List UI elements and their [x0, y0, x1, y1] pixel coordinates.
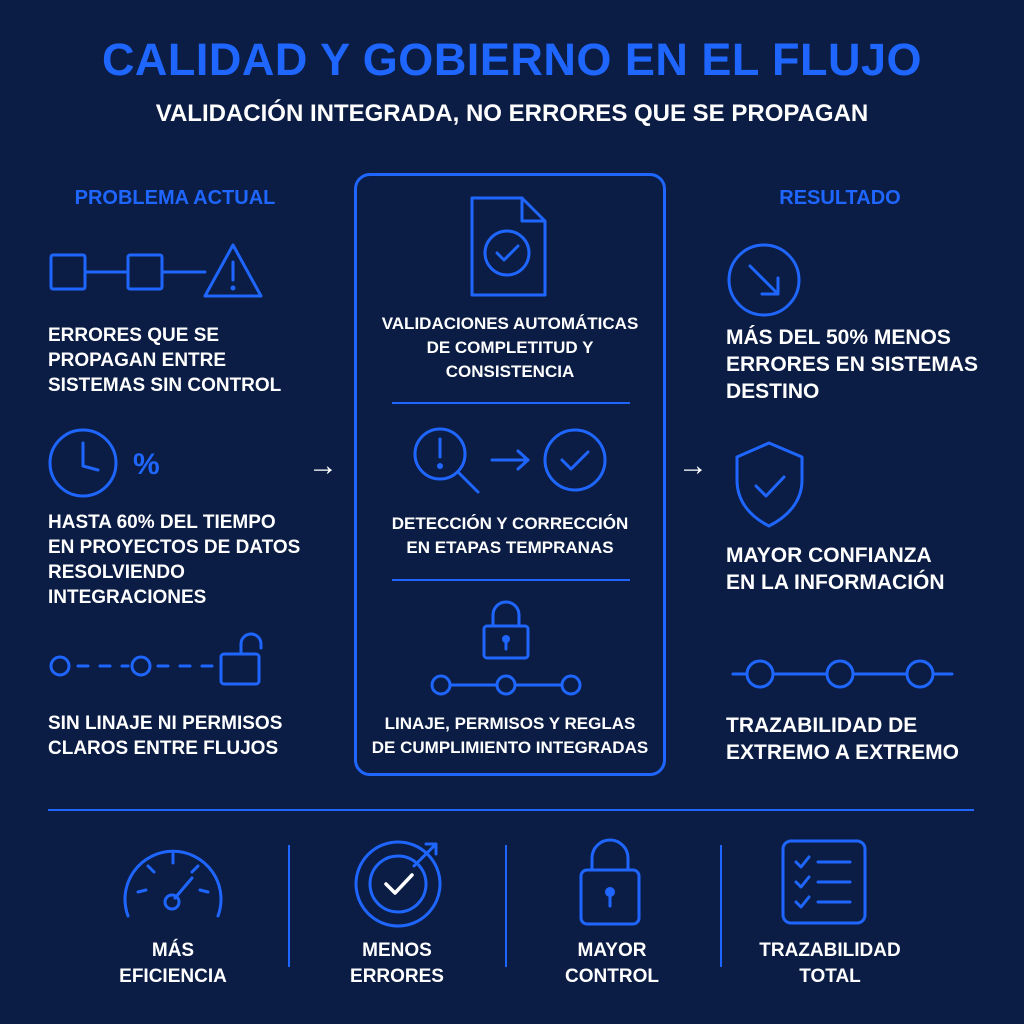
- clock-icon: [48, 428, 118, 498]
- left-item-1-text: ERRORES QUE SE PROPAGAN ENTRE SISTEMAS S…: [48, 325, 282, 396]
- right-item-1-text: MÁS DEL 50% MENOS ERRORES EN SISTEMAS DE…: [726, 326, 979, 403]
- divider: [392, 579, 630, 581]
- right-item-3-text: TRAZABILIDAD DE EXTREMO A EXTREMO: [726, 714, 959, 764]
- arrow-right-icon: →: [678, 449, 708, 482]
- chain-warning-icon: [49, 243, 263, 298]
- left-item-3-text: SIN LINAJE NI PERMISOS CLAROS ENTRE FLUJ…: [48, 713, 283, 759]
- separator: [720, 845, 722, 967]
- gauge-icon: [123, 849, 223, 918]
- right-item-2-text: MAYOR CONFIANZA EN LA INFORMACIÓN: [726, 544, 945, 594]
- shield-check-icon: [735, 441, 804, 528]
- percent-icon: %: [133, 448, 160, 481]
- checklist-icon: [781, 839, 867, 925]
- arrow-right-icon: →: [308, 449, 338, 482]
- left-item-2-text: HASTA 60% DEL TIEMPO EN PROYECTOS DE DAT…: [48, 512, 301, 608]
- bottom-divider: [48, 809, 974, 811]
- bottom-item-1-label: MÁS EFICIENCIA: [119, 940, 227, 987]
- lock-lineage-icon: [430, 600, 582, 696]
- bottom-item-2-label: MENOS ERRORES: [350, 940, 444, 987]
- separator: [288, 845, 290, 967]
- connected-nodes-icon: [731, 659, 954, 689]
- center-item-1-text: VALIDACIONES AUTOMÁTICAS DE COMPLETITUD …: [381, 314, 639, 381]
- divider: [392, 402, 630, 404]
- page-title: CALIDAD Y GOBIERNO EN EL FLUJO: [101, 34, 923, 85]
- target-check-icon: [354, 840, 442, 928]
- left-column-heading: PROBLEMA ACTUAL: [74, 187, 276, 209]
- right-column-heading: RESULTADO: [779, 187, 901, 209]
- document-check-icon: [470, 196, 547, 297]
- bottom-item-3-label: MAYOR CONTROL: [565, 940, 659, 987]
- center-panel: [354, 173, 666, 776]
- separator: [505, 845, 507, 967]
- center-item-3-text: LINAJE, PERMISOS Y REGLAS DE CUMPLIMIENT…: [371, 714, 649, 757]
- page-subtitle: VALIDACIÓN INTEGRADA, NO ERRORES QUE SE …: [155, 100, 869, 127]
- down-arrow-circle-icon: [727, 243, 801, 317]
- search-alert-to-check-icon: [413, 427, 607, 494]
- broken-chain-unlock-icon: [49, 632, 263, 686]
- bottom-item-4-label: TRAZABILIDAD TOTAL: [759, 940, 901, 987]
- lock-icon: [579, 838, 641, 926]
- center-item-2-text: DETECCIÓN Y CORRECCIÓN EN ETAPAS TEMPRAN…: [391, 514, 629, 557]
